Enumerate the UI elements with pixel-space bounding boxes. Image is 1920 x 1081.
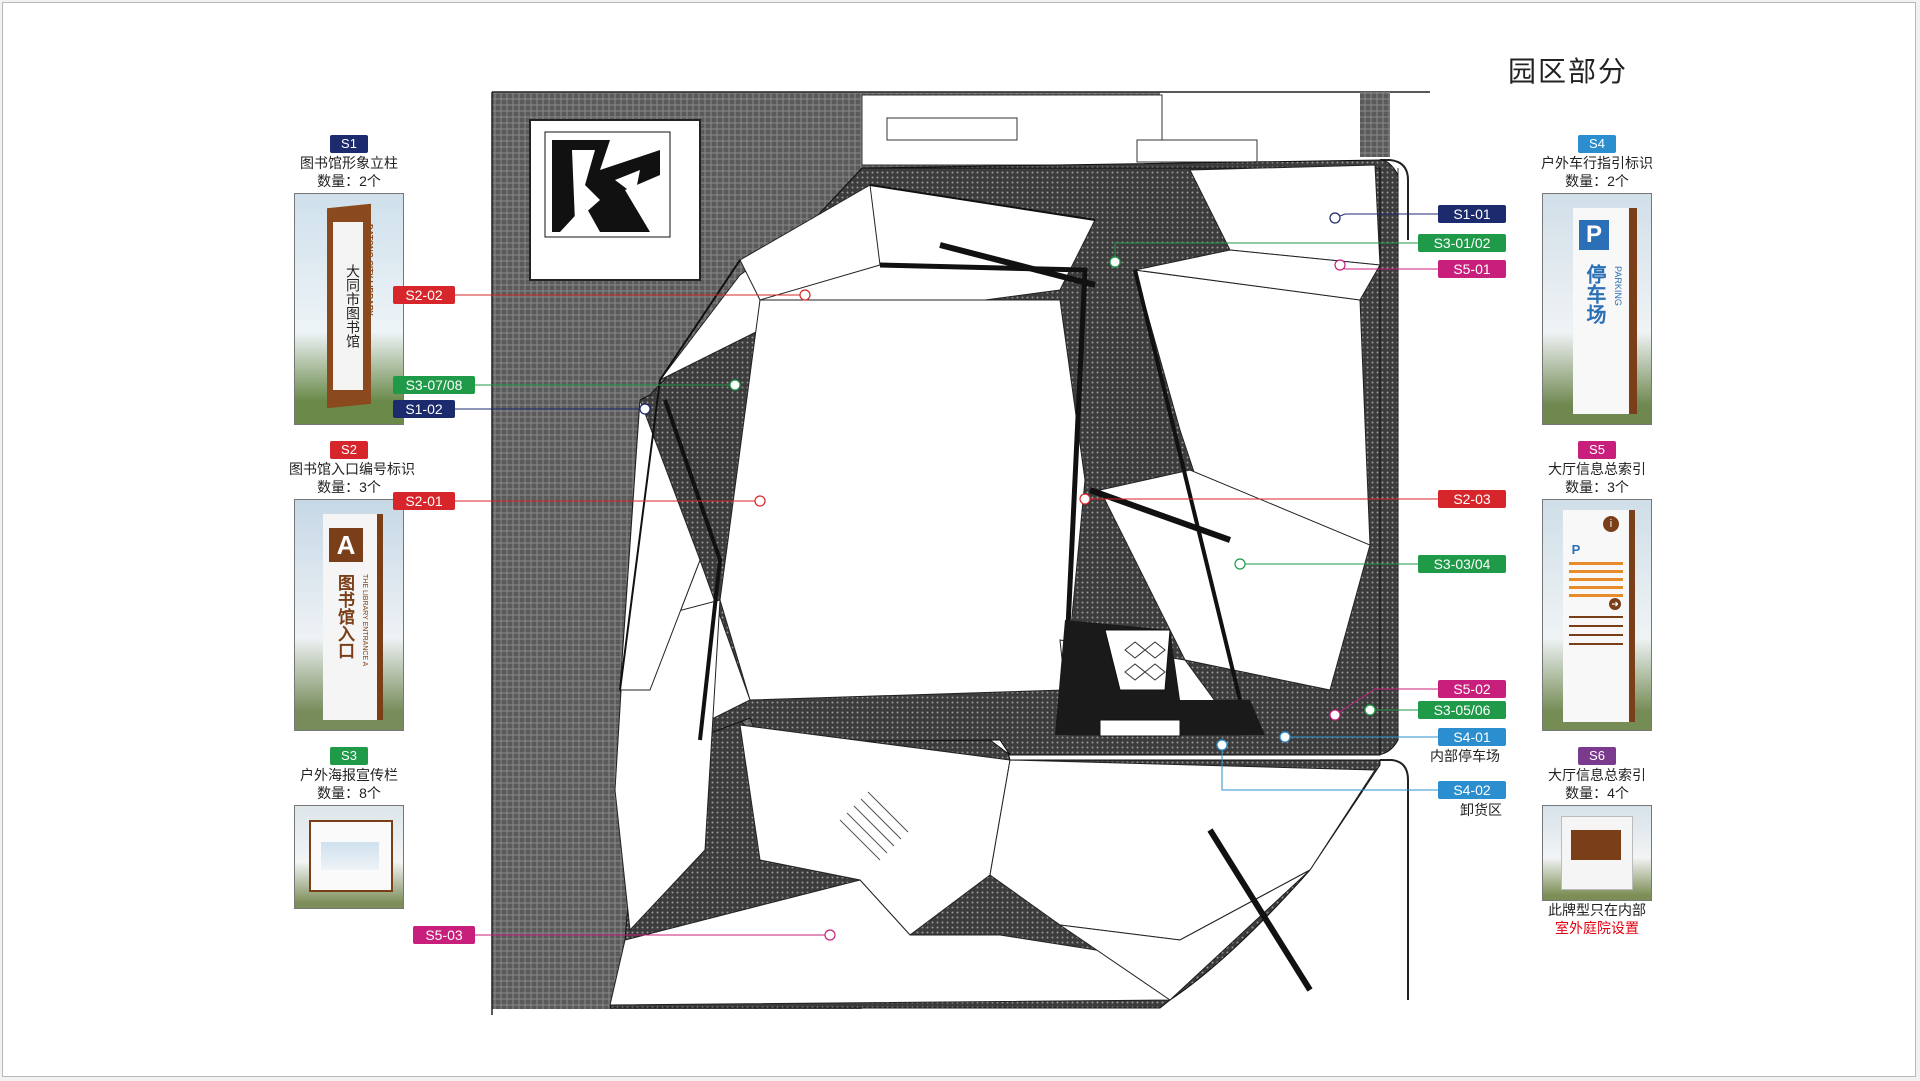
card-qty-s5: 数量：3个	[1565, 479, 1629, 495]
tag-s4-02: S4-02	[1438, 781, 1506, 799]
index-sign-letter: P	[1571, 542, 1581, 557]
tag-s3-05-06: S3-05/06	[1418, 701, 1506, 719]
pillar-sign-text: 大同市图书馆	[345, 264, 361, 348]
card-s6: S6 大厅信息总索引 数量：4个 此牌型只在内部 室外庭院设置	[1537, 747, 1657, 937]
tag-s1-01: S1-01	[1438, 205, 1506, 223]
card-s3: S3 户外海报宣传栏 数量：8个	[289, 747, 409, 909]
wall-lines	[619, 184, 1313, 992]
pillar-sign-face: 大同市图书馆	[333, 222, 363, 390]
card-code-s1: S1	[330, 135, 368, 153]
tag-s5-01: S5-01	[1438, 260, 1506, 278]
entrance-sign-text: 图书馆入口	[335, 574, 354, 659]
parking-sign-text-en: PARKING	[1613, 266, 1623, 306]
index-sign-letter-box: P	[1569, 542, 1583, 557]
card-qty-s4: 数量：2个	[1565, 173, 1629, 189]
card-photo-s5: i P ➜	[1542, 499, 1652, 731]
parking-sign-letter-box: P	[1579, 220, 1609, 250]
card-code-s4: S4	[1578, 135, 1616, 153]
pillar-sign-text-en-strip: DATONG CITY LIBRARY	[365, 224, 374, 316]
roof-facets	[609, 164, 1381, 1006]
card-name-s5: 大厅信息总索引	[1548, 461, 1646, 477]
card-photo-s3	[294, 805, 404, 909]
floor-sign-panel	[1571, 830, 1621, 860]
parking-sign-letter: P	[1585, 221, 1602, 248]
card-name-s1: 图书馆形象立柱	[300, 155, 398, 171]
poster-board-image	[321, 842, 379, 870]
card-s1: S1 图书馆形象立柱 数量：2个 大同市图书馆 DATONG CITY LIBR…	[289, 135, 409, 425]
entrance-sign-text-en-box: THE LIBRARY ENTRANCE A	[361, 574, 368, 666]
card-s5: S5 大厅信息总索引 数量：3个 i P ➜	[1537, 441, 1657, 731]
tag-s2-01: S2-01	[393, 492, 455, 510]
card-note-s6: 此牌型只在内部	[1548, 902, 1646, 918]
card-s4: S4 户外车行指引标识 数量：2个 P 停车场 PARKING	[1537, 135, 1657, 425]
card-name-s4: 户外车行指引标识	[1541, 155, 1653, 171]
tag-s1-02: S1-02	[393, 400, 455, 418]
pillar-sign-text-en: DATONG CITY LIBRARY	[365, 224, 374, 316]
card-photo-s2: A 图书馆入口 THE LIBRARY ENTRANCE A	[294, 499, 404, 731]
tag-s3-03-04: S3-03/04	[1418, 555, 1506, 573]
index-sign-rows	[1569, 562, 1623, 602]
label-s4-02: 卸货区	[1460, 802, 1502, 818]
card-name-s6: 大厅信息总索引	[1548, 767, 1646, 783]
card-photo-s4: P 停车场 PARKING	[1542, 193, 1652, 425]
tag-s2-02: S2-02	[393, 286, 455, 304]
tag-s5-03: S5-03	[413, 926, 475, 944]
card-code-s3: S3	[330, 747, 368, 765]
parking-sign-text-en-box: PARKING	[1613, 266, 1623, 306]
sign-markers	[639, 212, 1376, 941]
arrow-right-icon: ➜	[1609, 598, 1621, 610]
entrance-sign-text-en: THE LIBRARY ENTRANCE A	[361, 574, 368, 667]
card-qty-s6: 数量：4个	[1565, 785, 1629, 801]
card-note-red-s6: 室外庭院设置	[1555, 920, 1639, 936]
label-s4-01: 内部停车场	[1430, 748, 1500, 764]
card-photo-s6	[1542, 805, 1652, 901]
entrance-plaza-block	[529, 119, 701, 281]
tag-s4-01: S4-01	[1438, 728, 1506, 746]
card-code-s2: S2	[330, 441, 368, 459]
entrance-sign-letter: A	[336, 530, 356, 560]
card-name-s2: 图书馆入口编号标识	[289, 461, 415, 477]
card-code-s5: S5	[1578, 441, 1616, 459]
entrance-sign-text-box: 图书馆入口	[331, 574, 357, 659]
parking-sign-text-box: 停车场	[1581, 264, 1609, 324]
card-code-s6: S6	[1578, 747, 1616, 765]
info-icon: i	[1603, 516, 1619, 532]
tag-s3-07-08: S3-07/08	[393, 376, 475, 394]
index-sign-rows-lower	[1569, 616, 1623, 652]
card-photo-s1: 大同市图书馆 DATONG CITY LIBRARY	[294, 193, 404, 425]
tag-s3-01-02: S3-01/02	[1418, 234, 1506, 252]
tag-s2-03: S2-03	[1438, 490, 1506, 508]
card-name-s3: 户外海报宣传栏	[300, 767, 398, 783]
card-s2: S2 图书馆入口编号标识 数量：3个 A 图书馆入口 THE LIBRARY E…	[289, 441, 415, 731]
page-title: 园区部分	[1508, 56, 1629, 87]
entrance-sign-letter-box: A	[329, 528, 363, 562]
card-qty-s2: 数量：3个	[317, 479, 381, 495]
card-qty-s3: 数量：8个	[317, 785, 381, 801]
parking-sign-text: 停车场	[1583, 264, 1605, 324]
courtyard-block	[839, 620, 1265, 861]
tag-s5-02: S5-02	[1438, 680, 1506, 698]
card-qty-s1: 数量：2个	[317, 173, 381, 189]
